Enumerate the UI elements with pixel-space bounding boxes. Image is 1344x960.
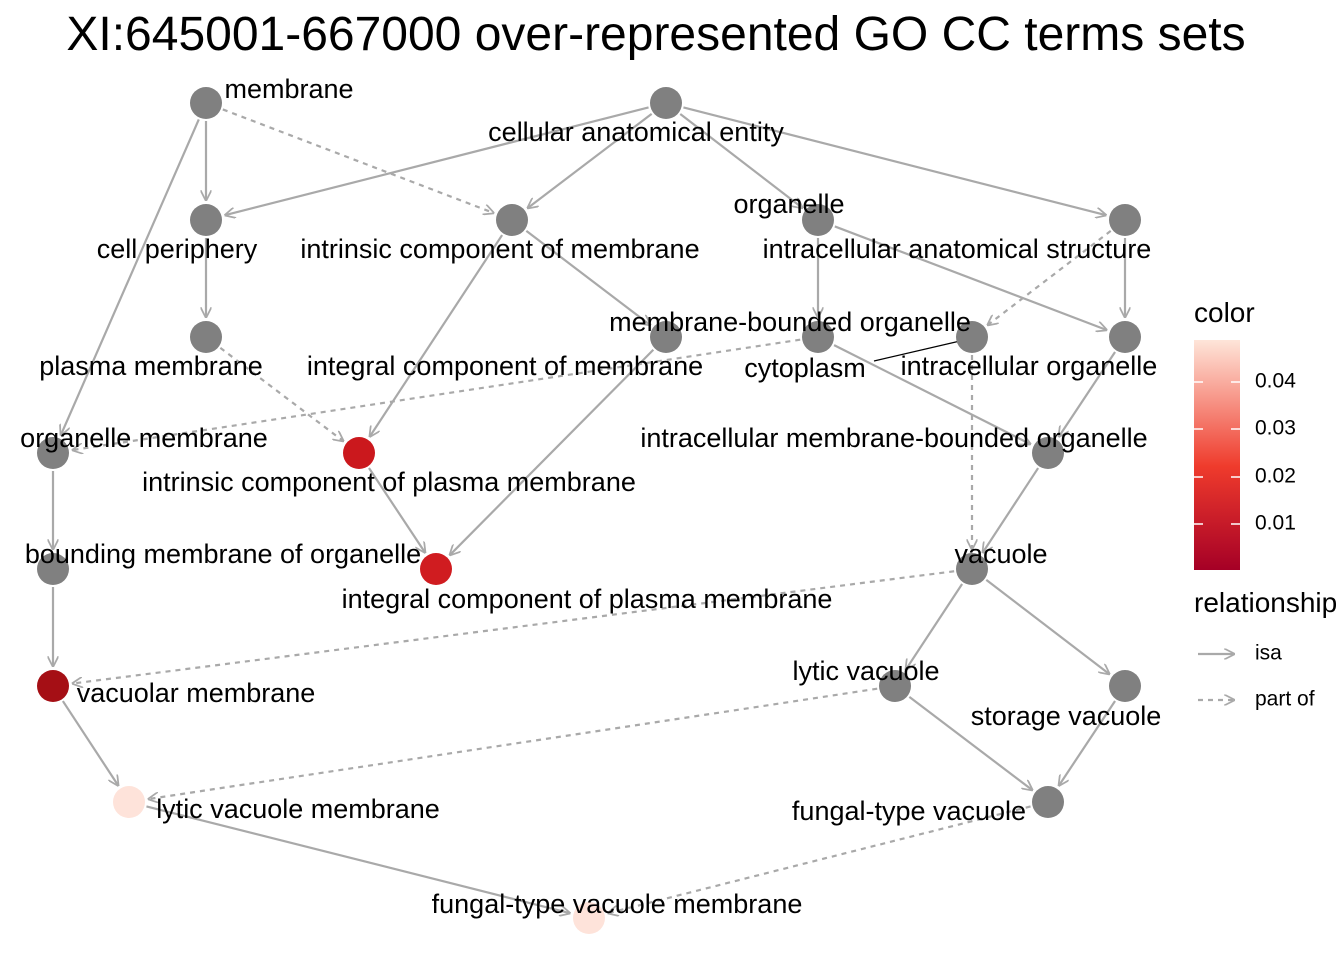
edge-mbo-to-organelle_membrane [73, 338, 801, 450]
edge-icm-to-icpm [370, 234, 504, 436]
labels-layer: membrane cellular anatomical entity cell p… [20, 74, 1161, 919]
node-membrane[interactable] [190, 87, 222, 119]
node-label-cell_periphery: cell periphery [97, 234, 258, 264]
node-icpm[interactable] [343, 437, 375, 469]
node-label-icm: intrinsic component of membrane [300, 234, 699, 264]
cytoplasm-label-connector [873, 337, 974, 362]
node-organelle_membrane[interactable] [37, 437, 69, 469]
edge-vacuole-to-storage_vacuole [985, 579, 1109, 674]
node-cytoplasm[interactable] [956, 321, 988, 353]
edge-membrane-to-icm [222, 108, 494, 212]
colorbar-tick-label: 0.04 [1255, 370, 1296, 393]
node-vacuole[interactable] [956, 553, 988, 585]
edge-lytic_vacuole-to-lvm [149, 687, 878, 799]
colorbar-tick-label: 0.02 [1255, 465, 1296, 488]
edge-membrane-to-organelle_membrane [61, 119, 200, 434]
node-label-icpm: intrinsic component of plasma membrane [142, 467, 636, 497]
node-lytic_vacuole[interactable] [879, 670, 911, 702]
node-label-plasma_membrane: plasma membrane [39, 351, 263, 381]
node-label-fungal_vacuole: fungal-type vacuole [792, 796, 1026, 826]
node-label-membrane: membrane [224, 74, 353, 104]
node-fvm[interactable] [573, 902, 605, 934]
node-label-organelle_membrane: organelle membrane [20, 423, 268, 453]
graph-title: XI:645001-667000 over-represented GO CC … [66, 8, 1245, 61]
legend-relationship-title: relationship [1194, 587, 1337, 618]
node-label-cytoplasm: cytoplasm [744, 353, 866, 383]
edge-lvm-to-fvm [146, 805, 569, 913]
node-label-fvm: fungal-type vacuole membrane [432, 889, 803, 919]
node-cell_periphery[interactable] [190, 204, 222, 236]
edge-cae-to-icm [528, 113, 653, 208]
legend: color 0.04 0.03 0.02 0.01 relationship isa p… [1194, 297, 1337, 711]
node-integral_cm[interactable] [650, 321, 682, 353]
edge-vacuolar_membrane-to-lvm [61, 700, 118, 785]
colorbar-tick-label: 0.03 [1255, 417, 1296, 440]
nodes-layer [37, 87, 1141, 934]
node-ias[interactable] [1109, 204, 1141, 236]
node-label-lytic_vacuole: lytic vacuole [792, 656, 939, 686]
node-label-intracellular_organelle: intracellular organelle [901, 351, 1158, 381]
edge-icpm-to-integral_cpm [368, 467, 425, 552]
node-label-vacuole: vacuole [954, 539, 1047, 569]
edge-integral_cm-to-integral_cpm [450, 349, 655, 555]
edge-cae-to-organelle [679, 113, 802, 208]
node-storage_vacuole[interactable] [1109, 670, 1141, 702]
colorbar-tick-label: 0.01 [1255, 512, 1296, 535]
edge-icm-to-integral_cm [525, 230, 650, 325]
node-organelle[interactable] [802, 204, 834, 236]
node-integral_cpm[interactable] [420, 553, 452, 585]
node-label-storage_vacuole: storage vacuole [971, 701, 1162, 731]
colorbar [1194, 340, 1240, 570]
edge-imbo-to-vacuole [983, 467, 1040, 552]
node-intracellular_organelle[interactable] [1109, 321, 1141, 353]
edge-intracellular_organelle-to-imbo [1059, 351, 1116, 436]
node-label-ias: intracellular anatomical structure [763, 234, 1152, 264]
legend-color-title: color [1194, 297, 1255, 328]
node-label-integral_cm: integral component of membrane [307, 351, 703, 381]
node-label-integral_cpm: integral component of plasma membrane [342, 584, 833, 614]
edge-vacuole-to-lytic_vacuole [906, 583, 964, 669]
node-vacuolar_membrane[interactable] [37, 670, 69, 702]
edge-fungal_vacuole-to-fvm [608, 805, 1031, 913]
node-label-bmo: bounding membrane of organelle [25, 539, 421, 569]
node-label-mbo: membrane-bounded organelle [609, 307, 971, 337]
edge-cae-to-cell_periphery [225, 106, 649, 215]
edge-organelle-to-intracellular_organelle [834, 225, 1106, 329]
edge-lytic_vacuole-to-fungal_vacuole [908, 695, 1032, 790]
edge-cae-to-ias [683, 106, 1105, 215]
edge-storage_vacuole-to-fungal_vacuole [1059, 700, 1116, 785]
colorbar-ticks: 0.04 0.03 0.02 0.01 [1194, 370, 1296, 535]
node-bmo[interactable] [37, 553, 69, 585]
node-lvm[interactable] [113, 786, 145, 818]
node-fungal_vacuole[interactable] [1032, 786, 1064, 818]
node-label-lvm: lytic vacuole membrane [156, 794, 440, 824]
node-icm[interactable] [496, 204, 528, 236]
node-imbo[interactable] [1032, 437, 1064, 469]
legend-key-label: part of [1255, 688, 1315, 711]
node-plasma_membrane[interactable] [190, 321, 222, 353]
node-label-cae: cellular anatomical entity [488, 117, 784, 147]
node-label-imbo: intracellular membrane-bounded organelle [640, 423, 1147, 453]
node-mbo[interactable] [802, 321, 834, 353]
node-label-organelle: organelle [733, 189, 844, 219]
node-cae[interactable] [650, 87, 682, 119]
node-label-vacuolar_membrane: vacuolar membrane [77, 678, 316, 708]
edge-mbo-to-imbo [833, 344, 1030, 444]
legend-key-label: isa [1255, 642, 1282, 665]
edge-vacuole-to-vacuolar_membrane [73, 570, 955, 683]
relationship-keys: isa part of [1198, 642, 1315, 711]
edges-layer [53, 106, 1125, 913]
